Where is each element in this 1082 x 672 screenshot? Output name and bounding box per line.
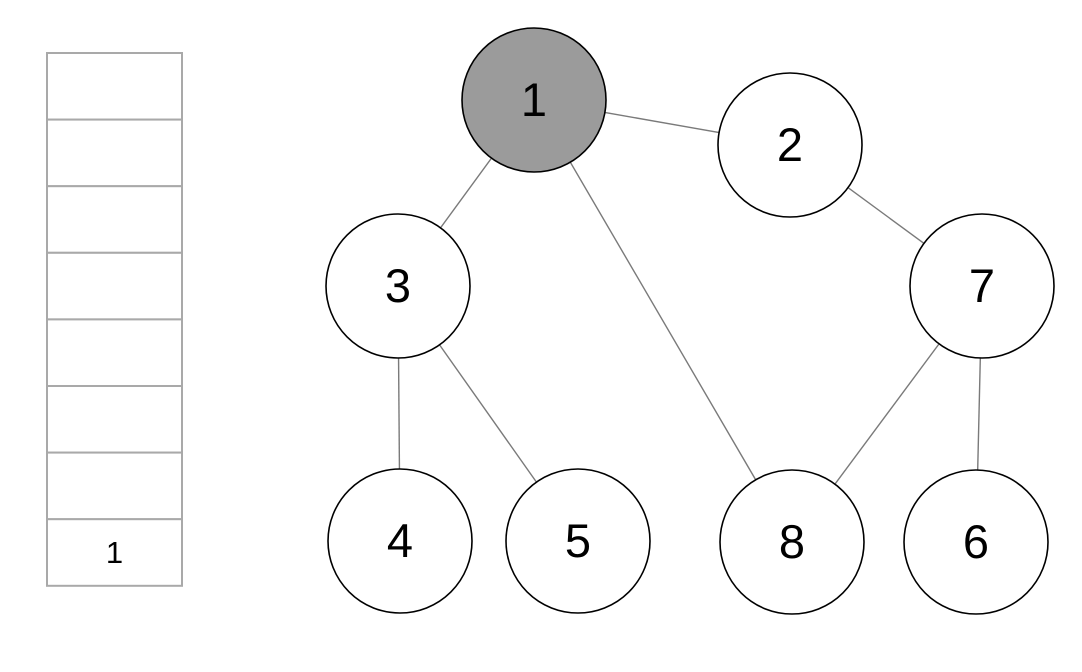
node-label: 4 [387, 514, 413, 567]
stack-cell-box [46, 385, 183, 454]
stack-cell-box [46, 185, 183, 254]
node-circle [717, 72, 863, 218]
node-circle [327, 468, 473, 614]
node-3[interactable]: 3 [325, 213, 471, 359]
stack-cell-box [46, 251, 183, 321]
node-2[interactable]: 2 [717, 72, 863, 218]
node-circle [903, 469, 1049, 615]
stack-cell-1 [46, 118, 183, 188]
graph-nodes: 1 2 3 7 4 5 8 6 [325, 27, 1055, 615]
stack-cell-box [46, 318, 183, 387]
node-label: 3 [385, 259, 411, 312]
stack-cell-2 [46, 185, 183, 254]
stack-cell-7: 1 [46, 518, 183, 587]
node-5[interactable]: 5 [505, 468, 651, 614]
stack-cell-0 [46, 52, 183, 121]
stack-cell-box [46, 518, 183, 587]
node-label: 5 [565, 514, 591, 567]
node-circle [325, 213, 471, 359]
node-label: 6 [963, 515, 989, 568]
stack-cell-box [46, 451, 183, 521]
stack-cell-6 [46, 451, 183, 521]
stack: 1 [46, 52, 183, 587]
graph-edges [397, 99, 983, 543]
node-6[interactable]: 6 [903, 469, 1049, 615]
node-1[interactable]: 1 [461, 27, 607, 173]
node-label: 7 [969, 259, 995, 312]
stack-cell-box [46, 118, 183, 188]
node-circle [461, 27, 607, 173]
stack-cell-5 [46, 385, 183, 454]
node-label: 2 [777, 118, 803, 171]
node-circle [719, 469, 865, 615]
stack-cell-3 [46, 251, 183, 321]
node-circle [909, 213, 1055, 359]
stack-cell-4 [46, 318, 183, 387]
node-label: 8 [779, 515, 805, 568]
node-label: 1 [521, 73, 547, 126]
node-8[interactable]: 8 [719, 469, 865, 615]
node-4[interactable]: 4 [327, 468, 473, 614]
node-7[interactable]: 7 [909, 213, 1055, 359]
edge-1-8 [533, 99, 793, 543]
stack-cell-box [46, 52, 183, 121]
stack-cell-value: 1 [106, 535, 123, 570]
node-circle [505, 468, 651, 614]
